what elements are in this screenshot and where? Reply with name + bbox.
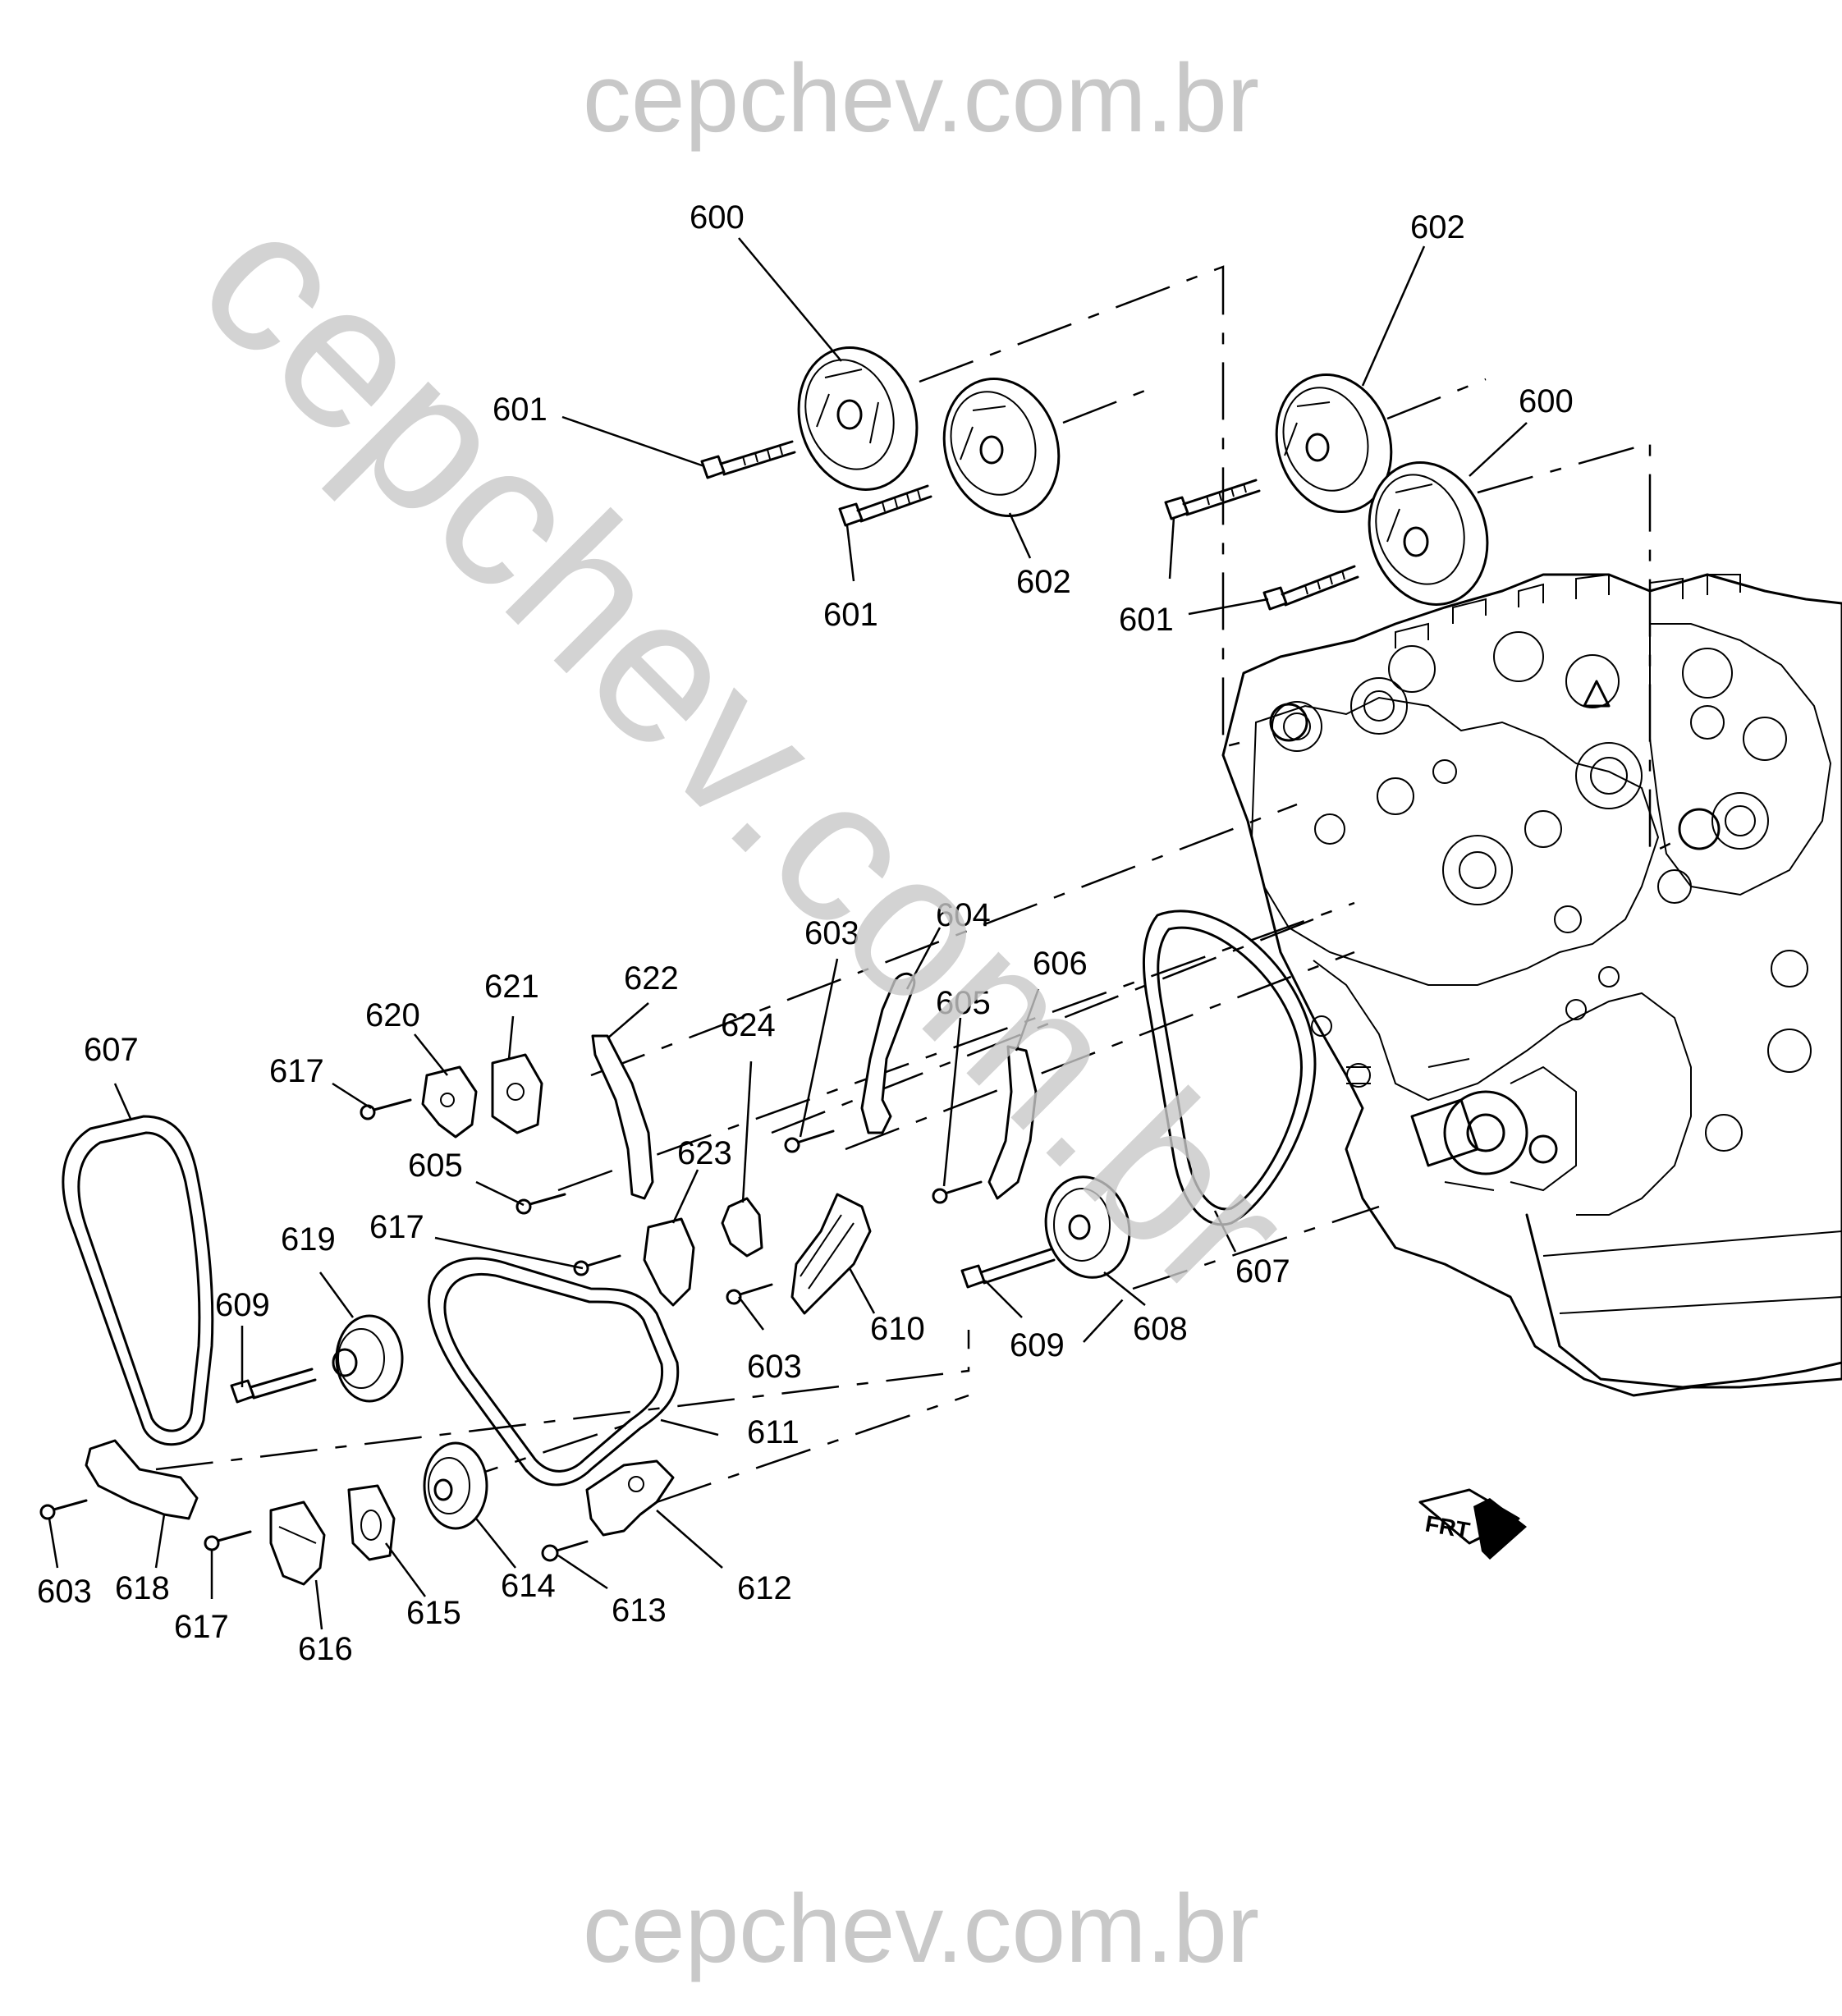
callout-610: 610 bbox=[870, 1311, 925, 1347]
bolt-617-upper bbox=[360, 1098, 412, 1120]
engine-block bbox=[1221, 573, 1842, 1397]
callout-604: 604 bbox=[936, 897, 991, 933]
callout-611: 611 bbox=[747, 1414, 800, 1450]
callout-616: 616 bbox=[298, 1631, 353, 1667]
timing-chain-607-right bbox=[1142, 909, 1317, 1226]
callout-605-left: 605 bbox=[408, 1148, 463, 1184]
gasket-615 bbox=[347, 1484, 396, 1561]
bolt-613 bbox=[541, 1540, 589, 1562]
chain-guide-604 bbox=[860, 972, 916, 1134]
chain-guide-622 bbox=[591, 1034, 654, 1200]
callout-603-upper: 603 bbox=[804, 915, 859, 951]
bolt-603-mid bbox=[726, 1283, 773, 1305]
callout-617-lower: 617 bbox=[174, 1609, 229, 1645]
callout-619: 619 bbox=[281, 1221, 336, 1258]
callout-601-right: 601 bbox=[1119, 602, 1174, 638]
sprocket-614 bbox=[423, 1441, 488, 1530]
callout-618: 618 bbox=[115, 1570, 170, 1606]
leader-lines bbox=[48, 237, 1528, 1630]
bolt-601-right-upper bbox=[1164, 479, 1261, 520]
callout-624: 624 bbox=[721, 1007, 776, 1043]
bolt-601-left bbox=[700, 440, 796, 479]
cam-phaser-600-right bbox=[1368, 461, 1489, 606]
tensioner-616 bbox=[269, 1501, 326, 1586]
callout-622: 622 bbox=[624, 960, 679, 997]
bolt-605-right bbox=[932, 1180, 983, 1204]
callout-609-left: 609 bbox=[215, 1287, 270, 1323]
watermark-top: cepchev.com.br bbox=[583, 44, 1259, 153]
callout-607-left: 607 bbox=[84, 1032, 139, 1068]
callout-617-mid: 617 bbox=[369, 1209, 424, 1245]
bolt-617-mid bbox=[573, 1254, 621, 1276]
callout-603-mid: 603 bbox=[747, 1349, 802, 1385]
watermark-bottom: cepchev.com.br bbox=[583, 1875, 1259, 1983]
callout-601-left: 601 bbox=[493, 392, 548, 428]
chain-guide-612 bbox=[585, 1459, 675, 1537]
bolt-601-right-lower bbox=[1262, 565, 1359, 611]
callout-602-mid: 602 bbox=[1016, 564, 1071, 600]
gasket-621 bbox=[491, 1053, 543, 1134]
bolt-609-right bbox=[960, 1248, 1056, 1289]
callout-600-right: 600 bbox=[1519, 383, 1574, 419]
bolt-603-lower bbox=[39, 1499, 88, 1520]
bolt-603-upper bbox=[784, 1129, 835, 1153]
callout-615: 615 bbox=[406, 1595, 461, 1631]
callout-621: 621 bbox=[484, 969, 539, 1005]
callout-603-lower: 603 bbox=[37, 1574, 92, 1610]
callout-623: 623 bbox=[677, 1135, 732, 1171]
bolt-605-left bbox=[515, 1193, 566, 1215]
callout-612: 612 bbox=[737, 1570, 792, 1606]
tensioner-620 bbox=[421, 1065, 478, 1139]
callout-608: 608 bbox=[1133, 1311, 1188, 1347]
bolt-609-left bbox=[230, 1368, 317, 1404]
crank-sprocket-608 bbox=[1044, 1175, 1131, 1279]
callout-613: 613 bbox=[612, 1592, 667, 1629]
chain-guide-610 bbox=[790, 1193, 872, 1315]
cam-sprocket-602-mid bbox=[942, 377, 1061, 518]
bracket-624 bbox=[721, 1197, 763, 1258]
callout-605-right: 605 bbox=[936, 985, 991, 1021]
callout-609-right: 609 bbox=[1010, 1327, 1065, 1363]
chain-guide-618 bbox=[85, 1439, 199, 1520]
timing-chain-607-left bbox=[62, 1115, 214, 1446]
front-direction-arrow-icon: FRT bbox=[1418, 1488, 1527, 1560]
idler-sprocket-619 bbox=[332, 1314, 404, 1403]
cam-phaser-600-left bbox=[797, 346, 919, 491]
callout-600-left: 600 bbox=[690, 199, 745, 236]
assembly-centerlines bbox=[155, 265, 1684, 1504]
callout-620: 620 bbox=[365, 997, 420, 1033]
callout-602-right: 602 bbox=[1410, 209, 1465, 245]
callout-601-mid: 601 bbox=[823, 597, 878, 633]
cam-sprocket-602-right bbox=[1275, 373, 1393, 514]
bolt-617-lower bbox=[204, 1530, 252, 1551]
callout-614: 614 bbox=[501, 1568, 556, 1604]
timing-chain-611 bbox=[428, 1257, 680, 1487]
callout-606: 606 bbox=[1033, 946, 1088, 982]
tensioner-623 bbox=[643, 1217, 695, 1307]
chain-guide-606 bbox=[987, 1045, 1038, 1200]
callout-617-upper: 617 bbox=[269, 1053, 324, 1089]
callout-labels: 600 601 601 602 602 600 601 603 604 605 … bbox=[37, 199, 1574, 1667]
bolt-601-mid bbox=[838, 484, 932, 527]
callout-607-right: 607 bbox=[1235, 1253, 1290, 1290]
